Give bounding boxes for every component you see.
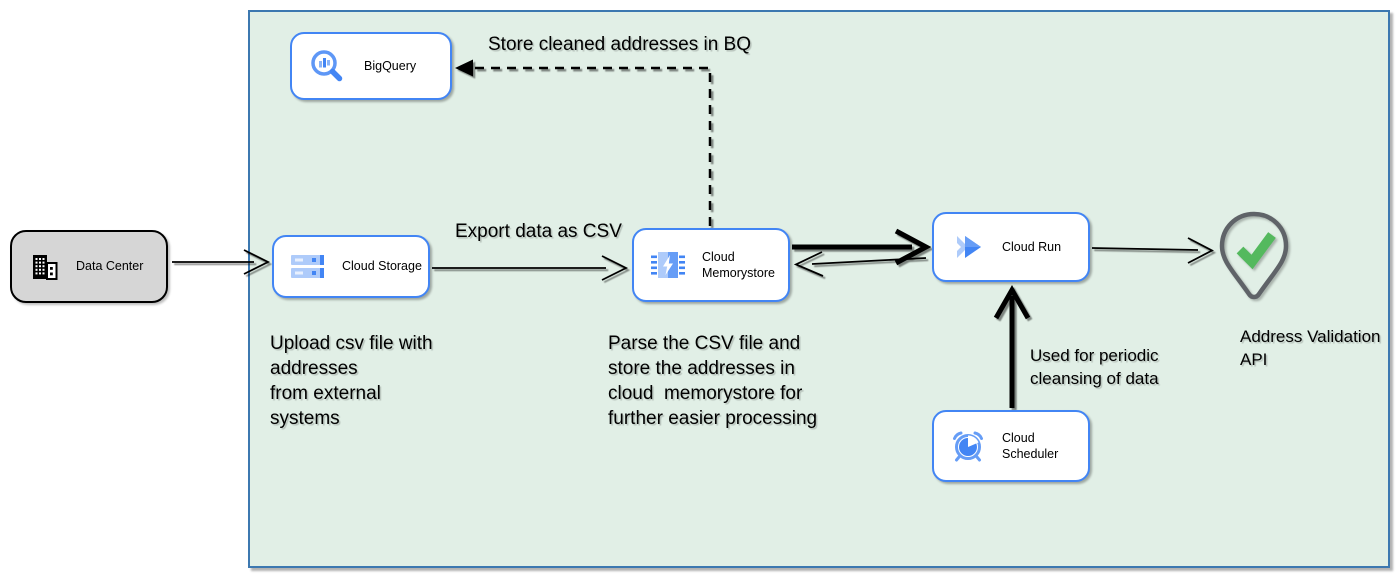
- node-label: Cloud Run: [1002, 239, 1062, 254]
- cloud-run-icon: [950, 233, 986, 261]
- scheduler-icon: [950, 429, 986, 463]
- node-label: Cloud Scheduler: [1002, 430, 1059, 461]
- annotation-store-bq: Store cleaned addresses in BQ: [488, 34, 751, 55]
- cloud-storage-icon: [290, 253, 326, 281]
- bigquery-icon: [308, 47, 348, 85]
- node-label: Cloud Memorystore: [702, 249, 775, 280]
- node-label: BigQuery: [364, 58, 417, 73]
- node-data-center[interactable]: Data Center: [10, 230, 168, 303]
- node-label: Data Center: [76, 259, 144, 274]
- node-bigquery[interactable]: BigQuery: [290, 32, 452, 100]
- annotation-upload-note: Upload csv file with addresses from exte…: [270, 333, 433, 429]
- gcp-boundary-zone: [248, 10, 1390, 568]
- node-label: Cloud Storage: [342, 259, 422, 274]
- annotation-parse-note: Parse the CSV file and store the address…: [608, 333, 818, 429]
- node-cloud-run[interactable]: Cloud Run: [932, 212, 1090, 282]
- annotation-periodic-note: Used for periodic cleansing of data: [1030, 346, 1159, 388]
- node-cloud-storage[interactable]: Cloud Storage: [272, 235, 430, 298]
- node-cloud-scheduler[interactable]: Cloud Scheduler: [932, 410, 1090, 482]
- label-address-validation-api: Address Validation API: [1240, 327, 1381, 369]
- address-validation-pin[interactable]: [1216, 210, 1292, 315]
- memorystore-icon: [650, 249, 686, 281]
- building-icon: [30, 252, 60, 282]
- map-pin-check-icon: [1219, 211, 1289, 300]
- node-cloud-memorystore[interactable]: Cloud Memorystore: [632, 228, 790, 302]
- annotation-export-csv: Export data as CSV: [455, 221, 622, 242]
